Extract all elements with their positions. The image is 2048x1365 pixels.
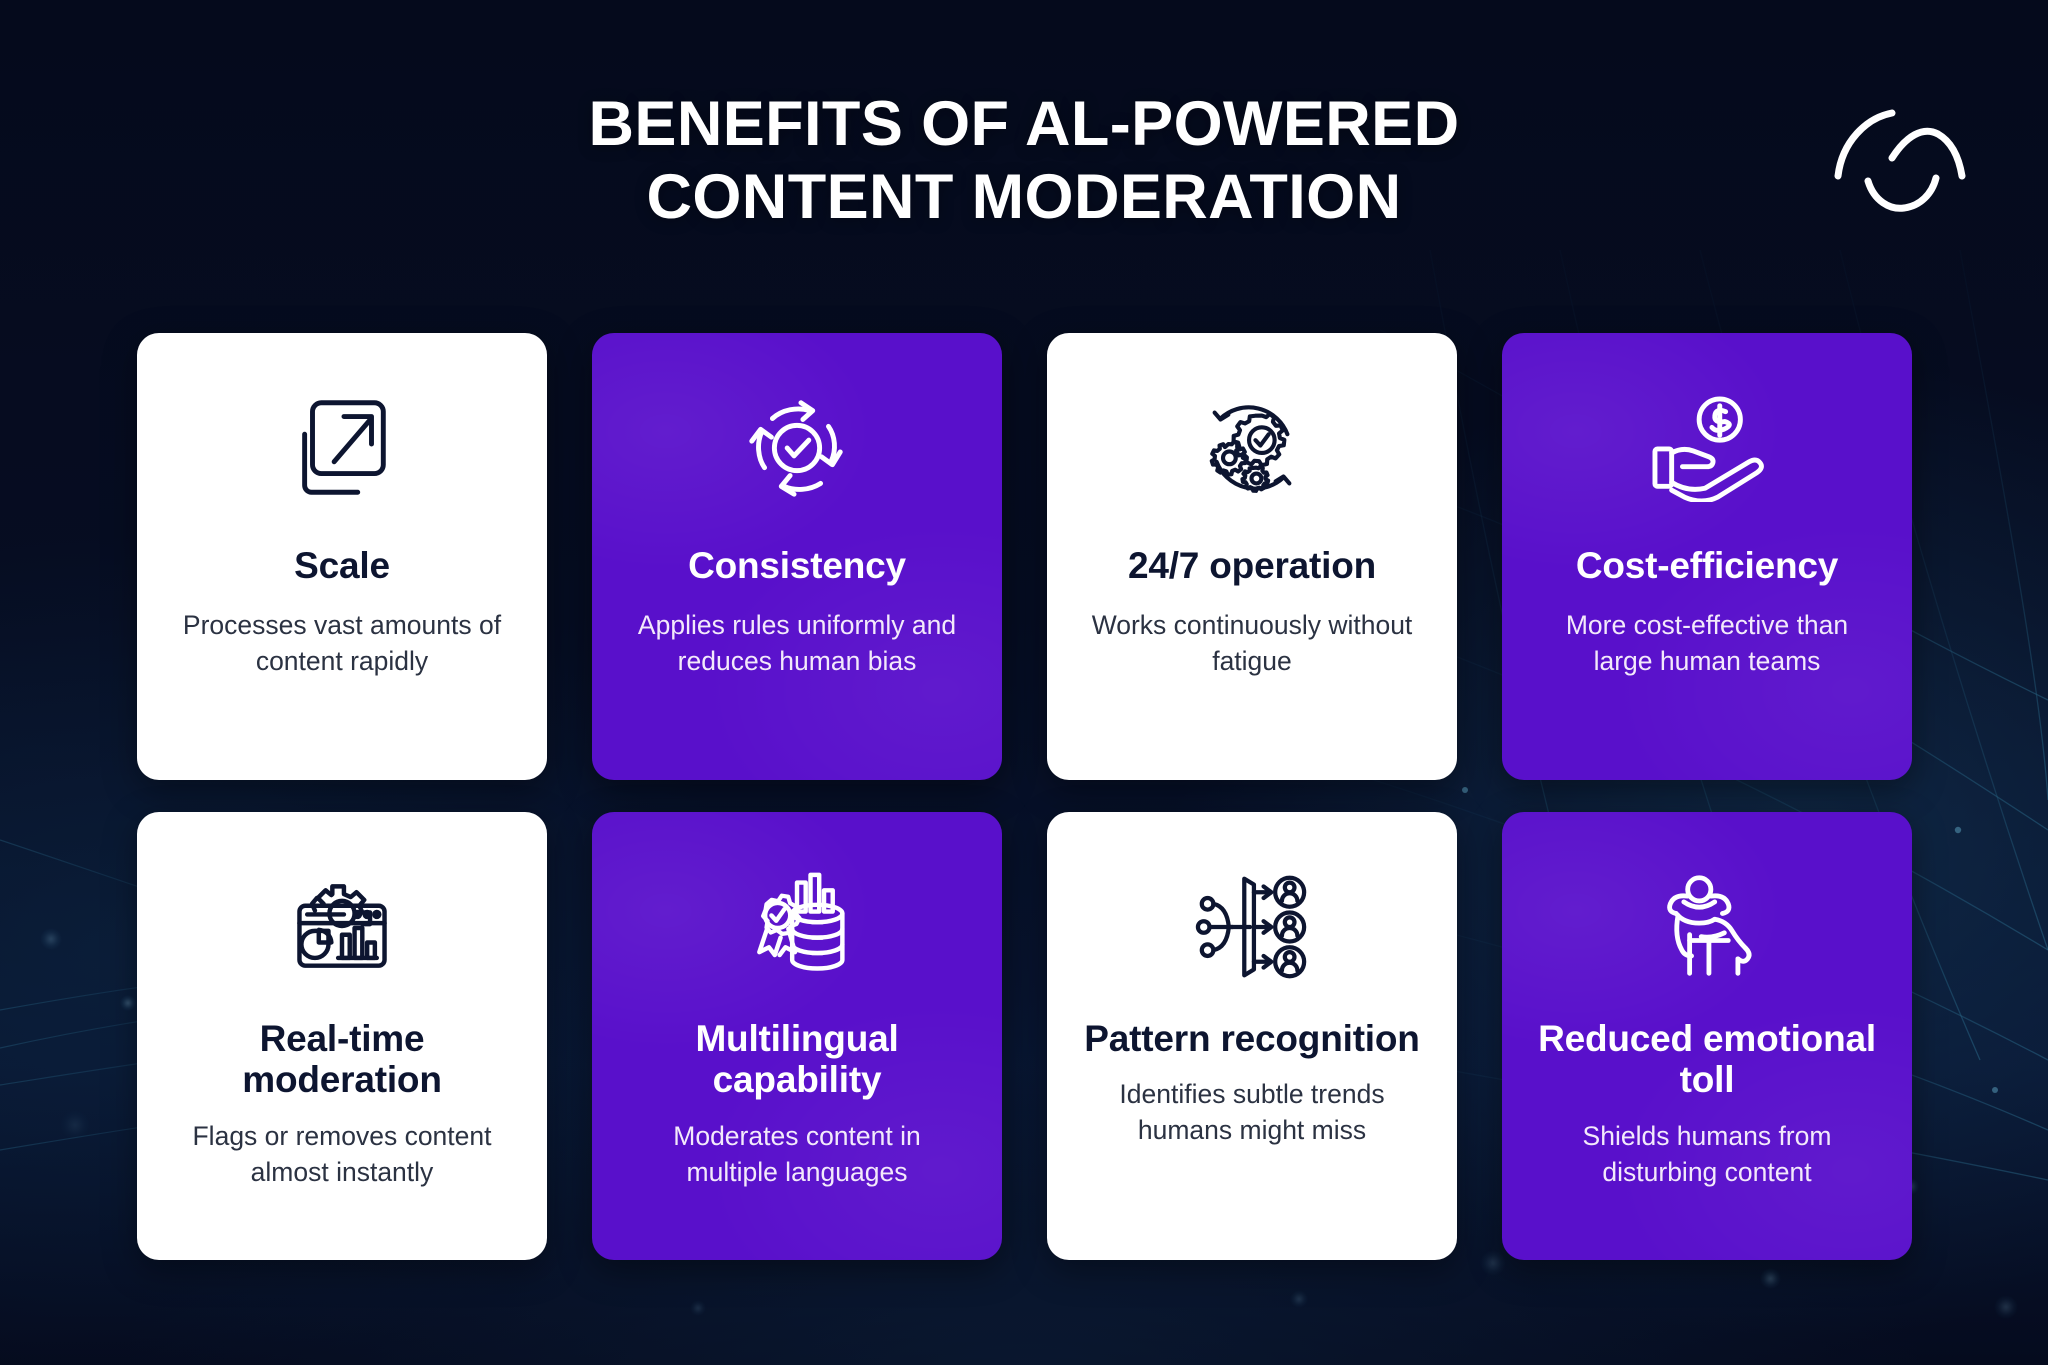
- page-title-line-2: CONTENT MODERATION: [646, 162, 1402, 233]
- benefits-card-grid: Scale Processes vast amounts of content …: [137, 333, 1912, 1260]
- card-title: 24/7 operation: [1127, 545, 1377, 586]
- card-description: Shields humans from disturbing content: [1582, 1120, 1832, 1187]
- benefit-card-real-time-moderation[interactable]: Real-time moderation Flags or removes co…: [137, 812, 547, 1260]
- card-description: Works continuously without fatigue: [1091, 610, 1413, 677]
- card-title: Cost-efficiency: [1575, 545, 1839, 586]
- hand-holding-dollar-coin-icon: [1643, 385, 1771, 511]
- segmentation-users-icon: [1194, 864, 1310, 990]
- card-description: More cost-effective than large human tea…: [1565, 610, 1849, 677]
- benefit-card-consistency[interactable]: Consistency Applies rules uniformly and …: [592, 333, 1002, 780]
- card-title: Multilingual capability: [695, 1018, 899, 1101]
- card-description: Flags or removes content almost instantl…: [192, 1120, 492, 1187]
- page-title-line-1: BENEFITS OF AL-POWERED: [588, 89, 1460, 159]
- benefit-card-scale[interactable]: Scale Processes vast amounts of content …: [137, 333, 547, 780]
- card-description: Identifies subtle trends humans might mi…: [1119, 1079, 1385, 1146]
- card-description: Processes vast amounts of content rapidl…: [182, 610, 502, 677]
- gears-check-cycle-icon: [1193, 385, 1311, 511]
- circular-arrows-check-icon: [738, 385, 856, 511]
- benefit-card-multilingual-capability[interactable]: Multilingual capability Moderates conten…: [592, 812, 1002, 1260]
- card-description: Applies rules uniformly and reduces huma…: [637, 610, 957, 677]
- benefit-card-pattern-recognition[interactable]: Pattern recognition Identifies subtle tr…: [1047, 812, 1457, 1260]
- card-title: Scale: [294, 545, 390, 586]
- benefit-card-247-operation[interactable]: 24/7 operation Works continuously withou…: [1047, 333, 1457, 780]
- badge-check-database-icon: [737, 864, 857, 990]
- card-title: Consistency: [688, 545, 906, 586]
- card-title: Pattern recognition: [1084, 1018, 1420, 1059]
- card-description: Moderates content in multiple languages: [673, 1120, 921, 1187]
- page-title: BENEFITS OF AL-POWERED CONTENT MODERATIO…: [0, 88, 2048, 234]
- relaxed-person-chair-icon: [1649, 864, 1765, 990]
- card-title: Reduced emotional toll: [1538, 1018, 1876, 1101]
- scale-expand-arrow-icon: [283, 385, 401, 511]
- dashboard-gear-charts-icon: [284, 864, 400, 990]
- card-title: Real-time moderation: [242, 1018, 442, 1101]
- page-header: BENEFITS OF AL-POWERED CONTENT MODERATIO…: [0, 0, 2048, 300]
- swoosh-m-logo: [1826, 98, 1976, 213]
- benefit-card-cost-efficiency[interactable]: Cost-efficiency More cost-effective than…: [1502, 333, 1912, 780]
- benefit-card-reduced-emotional-toll[interactable]: Reduced emotional toll Shields humans fr…: [1502, 812, 1912, 1260]
